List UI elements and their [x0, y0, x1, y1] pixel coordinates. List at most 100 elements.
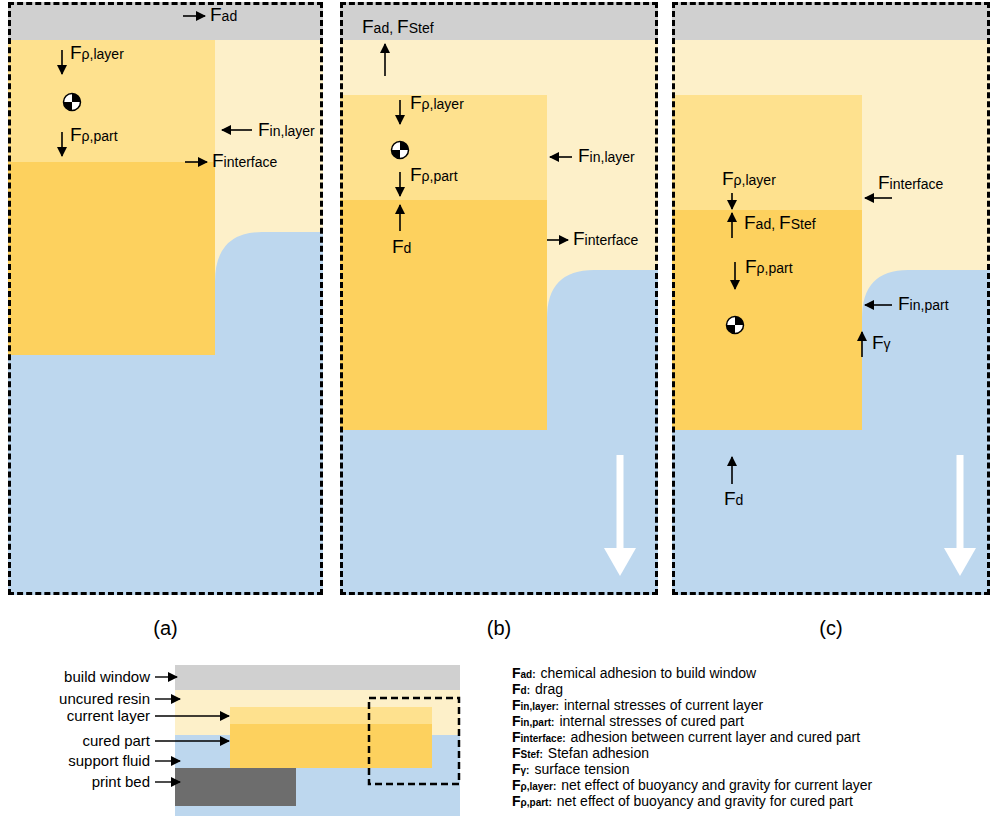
print-bed — [175, 768, 296, 806]
force-label: Fρ,part — [70, 124, 118, 147]
force-label: Fρ,part — [745, 256, 793, 279]
legend-text: drag — [535, 681, 563, 697]
force-label: Fγ — [872, 332, 891, 355]
motion-arrow-head — [944, 548, 976, 576]
build-window — [672, 2, 990, 40]
motion-arrow-head — [604, 548, 636, 576]
force-arrow — [61, 50, 63, 74]
force-label: Fad — [210, 4, 237, 27]
legend-symbol: Fγ: — [512, 761, 529, 779]
force-label: Fin,layer — [578, 145, 635, 168]
force-arrow — [61, 132, 63, 156]
force-label: Fin,layer — [258, 119, 315, 142]
cured-part — [8, 162, 215, 355]
cured-part — [340, 200, 547, 430]
motion-arrow — [957, 455, 964, 552]
force-label: Fρ,layer — [410, 92, 464, 115]
cured-part — [672, 210, 862, 430]
part-label: print bed — [92, 773, 150, 791]
leader-arrow — [155, 715, 229, 716]
force-arrow — [384, 44, 386, 76]
legend-symbol: Fd: — [512, 681, 530, 699]
legend-text: adhesion between current layer and cured… — [571, 729, 861, 745]
detail-panel: (a) — [8, 2, 323, 595]
force-arrow — [222, 129, 252, 131]
detail-box — [369, 698, 459, 784]
force-arrow — [731, 213, 733, 238]
part-label: uncured resin — [59, 690, 150, 708]
current-layer — [8, 40, 215, 162]
uncured-resin — [340, 40, 658, 595]
force-arrow — [731, 193, 733, 209]
force-arrow — [399, 100, 401, 124]
force-arrow — [185, 161, 207, 163]
legend-symbol: Fin,layer: — [512, 697, 559, 715]
center-of-mass — [64, 94, 81, 111]
panel-c-art — [672, 2, 990, 595]
cured-part — [230, 724, 432, 768]
force-arrow — [861, 332, 863, 357]
legend-text: net effect of buoyancy and gravity for c… — [561, 777, 872, 793]
part-label: build window — [64, 668, 150, 686]
current-layer — [230, 707, 432, 724]
legend-text: Stefan adhesion — [548, 745, 649, 761]
legend-symbol: Fad: — [512, 665, 536, 683]
force-arrow — [865, 197, 892, 199]
force-label: Fd — [392, 236, 411, 259]
legend-symbol: FStef: — [512, 745, 543, 763]
legend-text: chemical adhesion to build window — [541, 665, 757, 681]
part-label: support fluid — [68, 752, 150, 770]
leader-arrow — [155, 676, 177, 677]
legend-symbol: Fρ,layer: — [512, 777, 556, 795]
center-of-mass — [727, 317, 744, 334]
leader-arrow — [155, 781, 180, 782]
uncured-resin — [8, 40, 323, 595]
force-label: FStef — [397, 16, 434, 39]
legend-text: net effect of buoyancy and gravity for c… — [557, 793, 853, 809]
force-label: Fρ,part — [410, 164, 458, 187]
uncured-resin — [672, 40, 990, 595]
force-arrow — [865, 304, 892, 306]
center-of-mass — [392, 142, 409, 159]
legend-symbol: Fin,part: — [512, 713, 554, 731]
panel-b-art — [340, 2, 658, 595]
force-arrow — [183, 15, 205, 17]
leader-arrow — [155, 698, 180, 699]
legend-text: internal stresses of cured part — [559, 713, 743, 729]
force-label: FStef — [779, 212, 816, 235]
force-arrow — [399, 205, 401, 231]
current-layer — [672, 95, 862, 210]
legend-symbol: Finterface: — [512, 729, 566, 747]
panel-caption: (a) — [11, 616, 320, 640]
force-arrow — [550, 156, 572, 158]
force-arrow — [399, 172, 401, 196]
legend-text: surface tension — [534, 761, 629, 777]
force-label: Fρ,layer — [70, 42, 124, 65]
leader-arrow — [155, 740, 229, 741]
legend-text: internal stresses of current layer — [564, 697, 763, 713]
build-window — [340, 2, 658, 40]
part-label: cured part — [82, 732, 150, 750]
detail-panel: (b) — [340, 2, 658, 595]
force-label: Fd — [724, 488, 743, 511]
force-label: Fin,part — [898, 293, 949, 316]
panel-caption: (b) — [343, 616, 655, 640]
force-label: Fρ,layer — [722, 168, 776, 191]
motion-arrow — [617, 455, 624, 552]
force-label: Fad, — [362, 16, 393, 39]
overview-art — [155, 665, 460, 816]
force-label: Finterface — [212, 150, 277, 173]
leader-arrow — [155, 760, 180, 761]
build-window — [8, 2, 323, 40]
panel-a-art — [8, 2, 323, 595]
force-arrow — [547, 239, 568, 241]
force-label: Finterface — [573, 228, 638, 251]
part-label: current layer — [67, 707, 150, 725]
force-arrow — [734, 262, 736, 289]
force-label: Finterface — [878, 172, 943, 195]
force-label: Fad, — [744, 212, 775, 235]
build-window — [175, 665, 460, 690]
legend-symbol: Fρ,part: — [512, 793, 552, 811]
panel-caption: (c) — [675, 616, 987, 640]
